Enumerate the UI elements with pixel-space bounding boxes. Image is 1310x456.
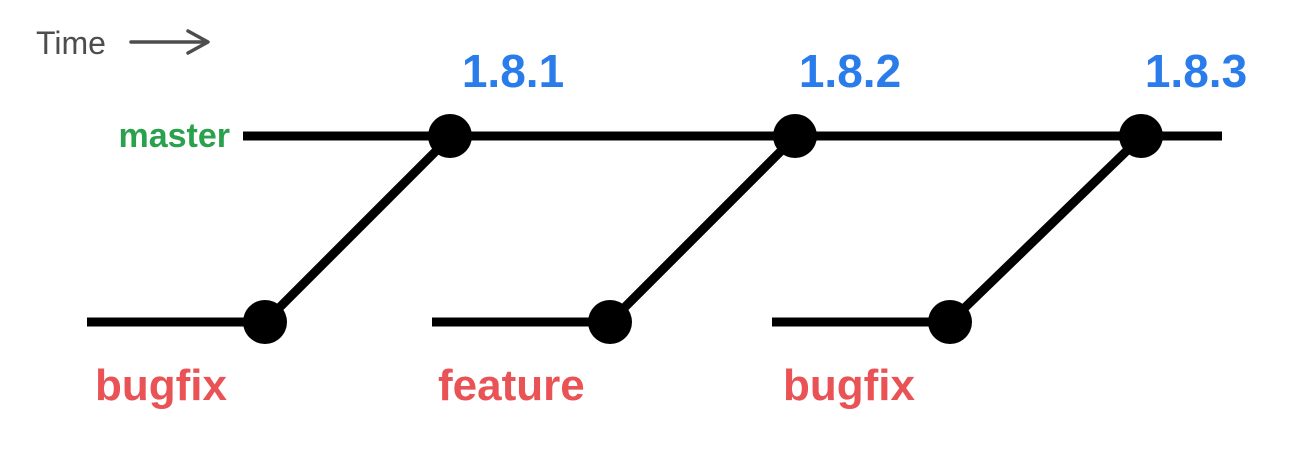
commit-dot-bugfix-2 <box>928 300 972 344</box>
branch-label-feature: feature <box>438 361 585 410</box>
merge-line-bugfix-2 <box>946 133 1145 326</box>
time-arrow-head <box>186 29 210 55</box>
release-commits <box>428 114 1163 158</box>
topic-branch-labels: bugfix feature bugfix <box>95 361 916 410</box>
commit-dot-release-3 <box>1119 114 1163 158</box>
release-tags: 1.8.1 1.8.2 1.8.3 <box>462 45 1247 97</box>
commit-dot-bugfix-1 <box>243 300 287 344</box>
time-label: Time <box>36 25 106 61</box>
commit-dot-feature <box>588 300 632 344</box>
master-branch: master <box>118 117 1222 155</box>
branch-commits <box>243 300 972 344</box>
branch-label-bugfix-1: bugfix <box>95 361 228 410</box>
merge-line-bugfix-1 <box>261 133 454 326</box>
branch-label-bugfix-2: bugfix <box>783 361 916 410</box>
time-arrow-icon <box>129 29 210 55</box>
merge-lines <box>261 133 1145 326</box>
release-tag-2: 1.8.2 <box>799 45 901 97</box>
release-tag-3: 1.8.3 <box>1145 45 1247 97</box>
commit-dot-release-2 <box>773 114 817 158</box>
master-branch-label: master <box>118 117 230 155</box>
merge-line-feature <box>606 133 799 326</box>
commit-dot-release-1 <box>428 114 472 158</box>
time-axis: Time <box>36 25 210 61</box>
release-tag-1: 1.8.1 <box>462 45 564 97</box>
